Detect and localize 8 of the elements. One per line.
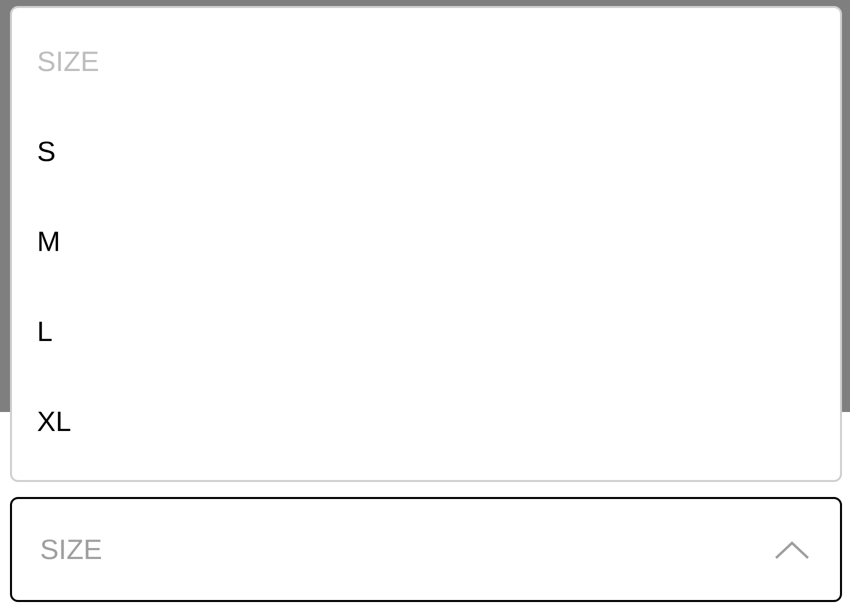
menu-option: M <box>37 221 60 263</box>
select-field <box>10 497 842 602</box>
menu-option: XL <box>37 401 72 443</box>
menu-option: S <box>37 131 56 173</box>
menu-option: L <box>37 311 53 353</box>
dropdown-menu <box>10 6 842 482</box>
menu-heading: SIZE <box>37 45 100 79</box>
placeholder-text: SIZE <box>40 532 102 566</box>
